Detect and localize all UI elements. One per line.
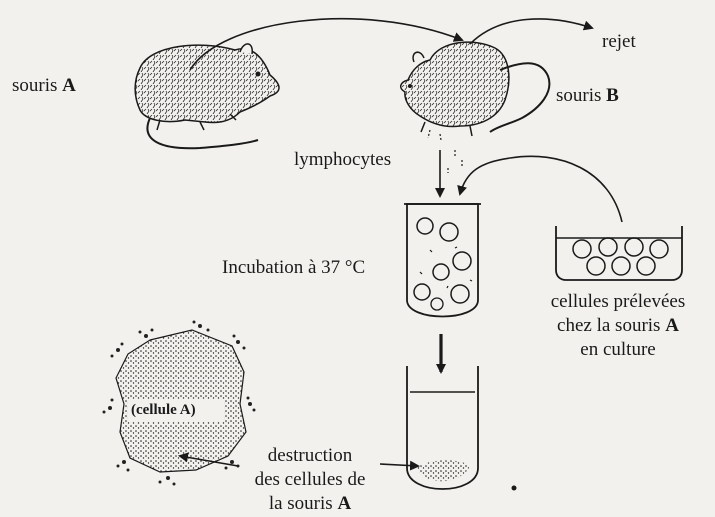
mouse-a-illustration [135, 44, 279, 148]
lymphocytes-label: lymphocytes [294, 148, 391, 172]
destruction-line-2: des cellules de [236, 468, 384, 492]
destruction-line-3-text: la souris [269, 493, 338, 514]
cellules-line-2-letter: A [665, 315, 679, 336]
destruction-line-1: destruction [236, 444, 384, 468]
result-test-tube [407, 366, 478, 489]
stray-dot [512, 486, 517, 491]
cellule-a-label: (cellule A) [131, 402, 196, 419]
incubation-label: Incubation à 37 °C [222, 256, 365, 280]
destruction-line-3: la souris A [236, 492, 384, 516]
souris-a-letter: A [62, 75, 76, 96]
souris-a-label: souris A [12, 74, 76, 98]
culture-dish [556, 226, 682, 280]
cellules-line-3: en culture [532, 338, 704, 362]
cellules-line-1: cellules prélevées [532, 290, 704, 314]
mouse-b-illustration [401, 42, 550, 173]
cellules-caption: cellules prélevées chez la souris A en c… [532, 290, 704, 362]
destruction-arrow-right [380, 464, 418, 466]
cellules-line-2: chez la souris A [532, 314, 704, 338]
culture-transfer-arrow [460, 156, 622, 222]
souris-b-label: souris B [556, 84, 619, 108]
destruction-line-3-letter: A [337, 493, 351, 514]
souris-b-text: souris [556, 85, 606, 106]
souris-a-text: souris [12, 75, 62, 96]
destruction-caption: destruction des cellules de la souris A [236, 444, 384, 516]
cellules-line-2-text: chez la souris [557, 315, 665, 336]
rejet-label: rejet [602, 30, 636, 54]
rejection-arrow [470, 19, 592, 44]
souris-b-letter: B [606, 85, 619, 106]
incubation-test-tube [404, 204, 481, 317]
